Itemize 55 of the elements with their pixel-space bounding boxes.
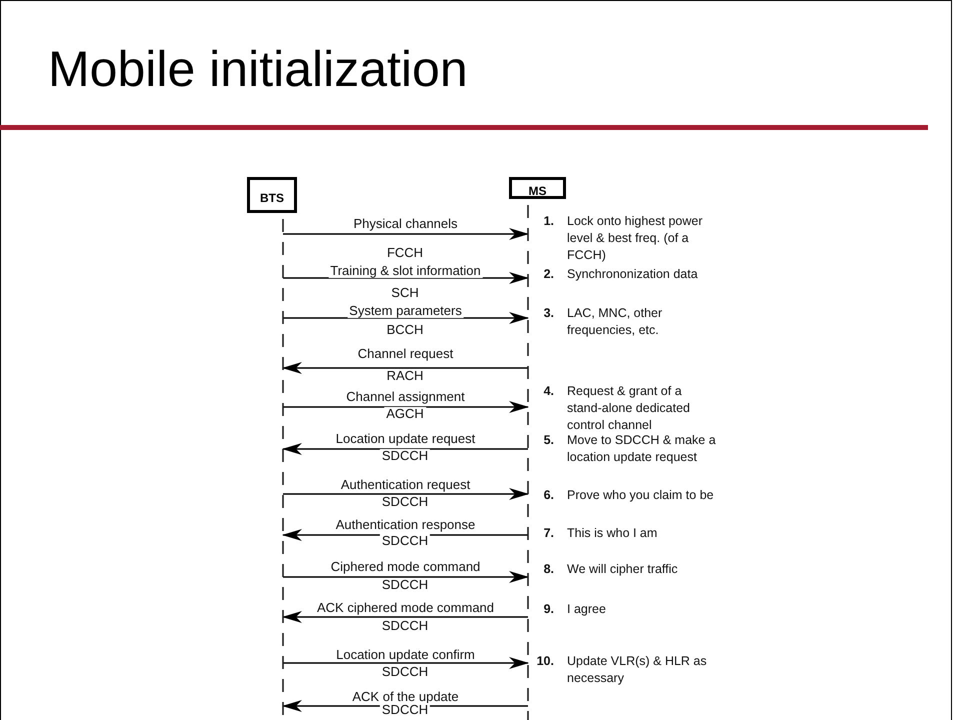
message-arrow xyxy=(283,312,529,324)
step-number: 8. xyxy=(542,561,554,578)
channel-name: SDCCH xyxy=(380,665,430,679)
message-arrow xyxy=(282,362,528,374)
message-arrow xyxy=(283,401,529,413)
edge-label: Location update request xyxy=(334,432,478,446)
step-note: Move to SDCCH & make a location update request xyxy=(567,432,717,466)
step-note: This is who I am xyxy=(567,525,658,542)
message-arrow xyxy=(283,571,529,583)
edge-label: ACK of the update xyxy=(350,690,461,704)
participant-box: BTS xyxy=(247,177,297,213)
step-number: 1. xyxy=(542,213,554,230)
step-number: 2. xyxy=(542,266,554,283)
channel-name: RACH xyxy=(384,369,426,383)
message-arrow xyxy=(282,443,528,455)
edge-label: Location update confirm xyxy=(334,648,477,662)
step-number: 7. xyxy=(542,525,554,542)
edge-label: ACK ciphered mode command xyxy=(314,601,496,615)
channel-name: SDCCH xyxy=(380,578,430,592)
channel-name: BCCH xyxy=(384,323,426,337)
channel-name: SDCCH xyxy=(380,619,430,633)
edge-label: Channel assignment xyxy=(344,390,467,404)
step-number: 6. xyxy=(542,487,554,504)
message-arrow xyxy=(283,657,529,669)
message-arrow xyxy=(283,488,529,500)
channel-name: SDCCH xyxy=(380,534,430,548)
step-number: 10. xyxy=(536,653,554,670)
edge-label: Channel request xyxy=(356,347,456,361)
channel-name: AGCH xyxy=(384,407,426,421)
step-note: Request & grant of a stand-alone dedicated control channel xyxy=(567,383,692,434)
edge-label: Authentication response xyxy=(334,518,478,532)
step-note: Synchrononization data xyxy=(567,266,699,283)
step-number: 5. xyxy=(542,432,554,449)
edge-label: Ciphered mode command xyxy=(328,560,482,574)
slide-title: Mobile initialization xyxy=(48,40,468,98)
step-number: 3. xyxy=(542,305,554,322)
step-note: We will cipher traffic xyxy=(567,561,679,578)
step-number: 4. xyxy=(542,383,554,400)
channel-name: SDCCH xyxy=(380,449,430,463)
participant-box: MS xyxy=(509,177,566,199)
step-note: Lock onto highest power level & best freq. (of a FCCH) xyxy=(567,213,704,264)
step-note: LAC, MNC, other frequencies, etc. xyxy=(567,305,664,339)
step-note: Prove who you claim to be xyxy=(567,487,715,504)
message-arrow xyxy=(283,272,529,284)
step-note: I agree xyxy=(567,601,607,618)
channel-name: SCH xyxy=(389,286,421,300)
message-arrow xyxy=(283,228,529,240)
channel-name: SDCCH xyxy=(380,703,430,717)
edge-label: Training & slot information xyxy=(328,264,483,278)
message-arrow xyxy=(282,611,528,623)
edge-label: System parameters xyxy=(347,304,464,318)
channel-name: SDCCH xyxy=(380,495,430,509)
step-number: 9. xyxy=(542,601,554,618)
edge-label: Authentication request xyxy=(338,478,472,492)
step-note: Update VLR(s) & HLR as necessary xyxy=(567,653,708,687)
